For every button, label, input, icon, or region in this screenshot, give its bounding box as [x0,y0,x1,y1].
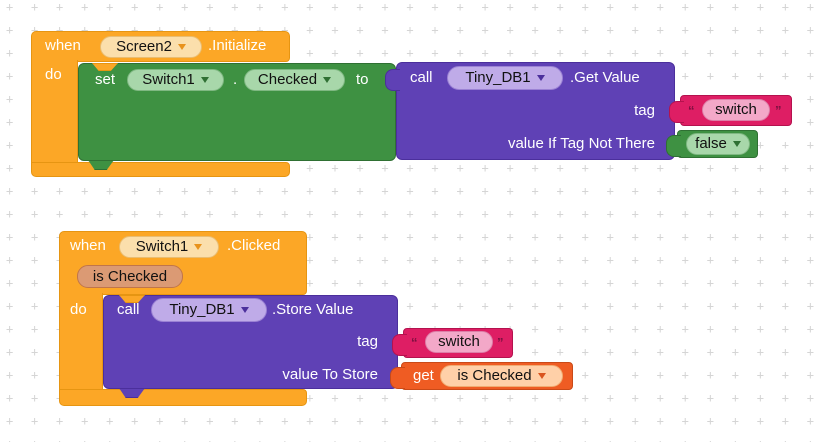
chevron-down-icon [732,141,741,147]
value-plug [666,135,681,157]
value-plug [392,334,407,356]
chevron-down-icon [536,75,545,81]
component-dropdown-switch1[interactable]: Switch1 [119,236,219,258]
setter-property-value: Checked [257,71,318,88]
chevron-down-icon [177,44,186,50]
text-input-value: switch [438,333,480,350]
call-component-dropdown[interactable]: Tiny_DB1 [151,298,267,322]
value-plug [385,69,400,91]
chevron-down-icon [240,307,249,313]
call-component-dropdown[interactable]: Tiny_DB1 [447,66,563,90]
component-dropdown-screen2[interactable]: Screen2 [100,36,202,58]
text-input-switch-bottom[interactable]: switch [425,331,493,353]
text-input-value: switch [715,101,757,118]
do-label: do [70,301,87,318]
setter-component-value: Switch1 [142,71,195,88]
grid-row: ++++++++++++++++++++++++++++++++++ [6,414,819,428]
when-label: when [45,37,81,54]
chevron-down-icon [194,244,203,250]
event-name-label: .Clicked [227,237,281,254]
grid-row: ++++++++++++++++++++++++++++++++++ [6,207,819,221]
event-param-is-checked[interactable]: is Checked [77,265,183,288]
logic-false-value: false [695,135,727,152]
arg-label-value-to-store: value To Store [282,366,378,383]
call-component-value: Tiny_DB1 [465,69,531,86]
when-switch1-bottom-bar[interactable] [59,389,307,406]
chevron-down-icon [323,77,332,83]
when-label: when [70,237,106,254]
dot-label: . [233,71,238,88]
get-label: get [413,367,434,384]
setter-component-dropdown[interactable]: Switch1 [127,69,224,91]
grid-row: ++++++++++++++++++++++++++++++++++ [6,184,819,198]
value-plug [390,367,405,389]
text-input-switch-top[interactable]: switch [702,99,770,121]
component-dropdown-switch1-value: Switch1 [135,238,189,255]
event-name-label: .Initialize [208,37,267,54]
get-variable-dropdown[interactable]: is Checked [440,365,563,387]
logic-false-dropdown[interactable]: false [686,133,750,155]
do-label: do [45,66,62,83]
arg-label-tag: tag [634,102,655,119]
method-name-label: .Store Value [272,301,354,318]
chevron-down-icon [200,77,209,83]
when-screen2-bottom-bar[interactable] [31,162,290,177]
open-quote: “ [411,335,418,350]
call-label: call [410,69,433,86]
close-quote: ” [775,103,782,118]
value-plug [669,101,684,123]
when-screen2-left-spine[interactable] [31,60,78,163]
arg-label-value-if-tag-not-there: value If Tag Not There [507,135,655,152]
method-name-label: .Get Value [570,69,640,86]
to-label: to [356,71,369,88]
chevron-down-icon [537,373,546,379]
grid-row: ++++++++++++++++++++++++++++++++++ [6,433,819,442]
set-label: set [95,71,116,88]
component-dropdown-screen2-value: Screen2 [116,38,172,55]
setter-property-dropdown[interactable]: Checked [244,69,345,91]
open-quote: “ [688,103,695,118]
call-component-value: Tiny_DB1 [169,301,235,318]
grid-row: ++++++++++++++++++++++++++++++++++ [6,0,819,14]
close-quote: ” [497,335,504,350]
arg-label-tag: tag [357,333,378,350]
get-variable-value: is Checked [457,367,532,384]
call-label: call [117,301,140,318]
event-param-value: is Checked [92,267,168,285]
